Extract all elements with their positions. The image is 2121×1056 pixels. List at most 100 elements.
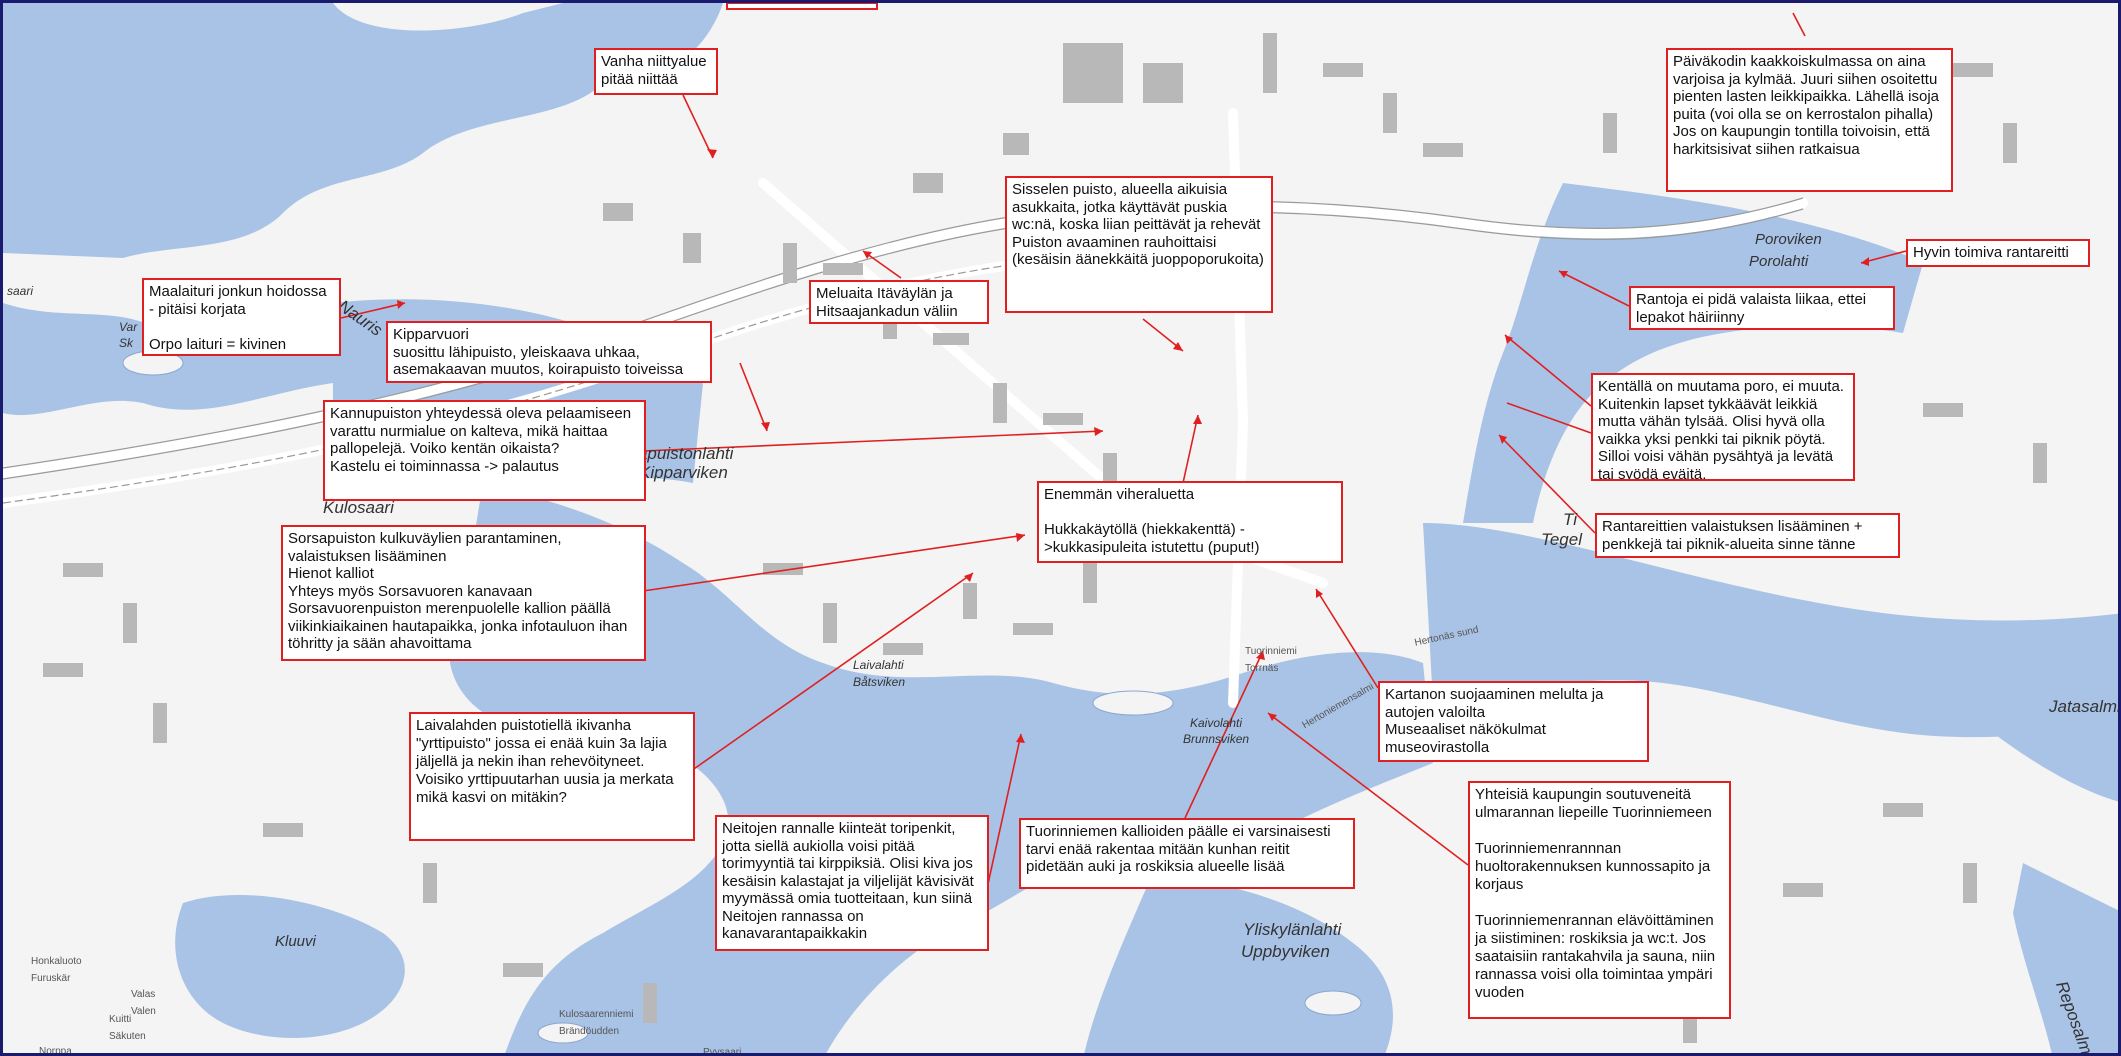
building bbox=[963, 583, 977, 619]
place-porolahti: Porolahti bbox=[1749, 253, 1809, 270]
island-2 bbox=[537, 1022, 589, 1044]
note-kannupuisto: Kannupuiston yhteydessä oleva pelaamisee… bbox=[323, 400, 646, 501]
water-bodies bbox=[3, 3, 2118, 1053]
building bbox=[503, 963, 543, 977]
note-rantoja: Rantoja ei pidä valaista liikaa, ettei l… bbox=[1629, 286, 1895, 330]
place-kipparviken: Kipparviken bbox=[639, 463, 728, 482]
note-tuorinniemen: Tuorinniemen kallioiden päälle ei varsin… bbox=[1019, 818, 1355, 889]
building bbox=[783, 243, 797, 283]
building bbox=[43, 663, 83, 677]
building bbox=[1783, 883, 1823, 897]
note-kipparvuori: Kipparvuori suosittu lähipuisto, yleiska… bbox=[386, 321, 712, 383]
place-brunnsviken: Brunnsviken bbox=[1183, 732, 1250, 746]
arrowhead bbox=[1016, 734, 1025, 743]
water-reposalmi bbox=[2013, 863, 2118, 1053]
leader-neitojen bbox=[985, 733, 1022, 894]
place-poroviken: Poroviken bbox=[1755, 231, 1822, 248]
place-kaivolahti: Kaivolahti bbox=[1190, 716, 1243, 730]
note-neitojen: Neitojen rannalle kiinteät toripenkit, j… bbox=[715, 815, 989, 951]
leader-lines bbox=[340, 12, 1907, 894]
island-3 bbox=[1092, 690, 1174, 716]
leader-viheraluetta bbox=[1182, 414, 1199, 484]
water-northwest bbox=[3, 3, 723, 258]
building bbox=[1103, 453, 1117, 489]
leader-maalaituri bbox=[340, 302, 406, 319]
top-partial-box bbox=[726, 3, 878, 10]
leader-kartanon bbox=[1315, 588, 1379, 689]
building bbox=[1063, 43, 1123, 103]
building bbox=[883, 643, 923, 655]
building bbox=[153, 703, 167, 743]
note-kentalla: Kentällä on muutama poro, ei muuta. Kuit… bbox=[1591, 373, 1855, 481]
building bbox=[1323, 63, 1363, 77]
place-pyysaari: Pyysaari bbox=[703, 1047, 742, 1056]
place-sk: Sk bbox=[119, 336, 134, 350]
building bbox=[823, 603, 837, 643]
building bbox=[913, 173, 943, 193]
place-norppa: Norppa bbox=[39, 1046, 72, 1056]
water-porolahti bbox=[1463, 183, 1923, 523]
building bbox=[263, 823, 303, 837]
islands bbox=[122, 350, 1362, 1044]
building bbox=[123, 603, 137, 643]
leader-laivalahden bbox=[690, 572, 974, 772]
arrowhead bbox=[1256, 651, 1265, 660]
arrowhead bbox=[761, 422, 770, 431]
arrowhead bbox=[863, 251, 872, 259]
place-kluuvi: Kluuvi bbox=[275, 933, 316, 950]
building bbox=[1953, 63, 1993, 77]
note-rantareittien: Rantareittien valaistuksen lisääminen + … bbox=[1595, 513, 1900, 558]
note-viheraluetta: Enemmän viheraluetta Hukkakäytöllä (hiek… bbox=[1037, 481, 1343, 563]
building bbox=[823, 263, 863, 275]
building bbox=[2033, 443, 2047, 483]
note-meluaita: Meluaita Itäväylän ja Hitsaajankadun väl… bbox=[809, 280, 989, 324]
arrowhead bbox=[1268, 713, 1277, 721]
note-maalaituri: Maalaituri jonkun hoidossa - pitäisi kor… bbox=[142, 278, 341, 356]
place-kuitti: Kuitti Säkuten bbox=[109, 1014, 146, 1042]
leader-soutuveneita bbox=[1267, 712, 1469, 866]
arrowhead bbox=[1193, 415, 1202, 424]
arrowhead bbox=[1559, 271, 1568, 278]
building bbox=[1143, 63, 1183, 103]
leader-kannupuisto bbox=[642, 430, 1104, 452]
arrowhead bbox=[964, 573, 973, 582]
arrowhead bbox=[707, 149, 717, 158]
building bbox=[2003, 123, 2017, 163]
building bbox=[1923, 403, 1963, 417]
place-honkaluoto: Honkaluoto Furuskär bbox=[31, 956, 82, 984]
leader-rantoja bbox=[1558, 270, 1630, 307]
building bbox=[1003, 133, 1029, 155]
leader-kentalla-1 bbox=[1504, 334, 1592, 407]
note-rantareitti: Hyvin toimiva rantareitti bbox=[1906, 239, 2090, 267]
building bbox=[643, 983, 657, 1023]
island-4 bbox=[1304, 990, 1362, 1016]
place-laivalahti: Laivalahti bbox=[853, 658, 904, 672]
note-laivalahden: Laivalahden puistotiellä ikivanha "yrtti… bbox=[409, 712, 695, 841]
place-yliskylanlahti: Yliskylänlahti bbox=[1243, 920, 1342, 939]
place-jatasalmi: Jatasalmi bbox=[2049, 697, 2121, 716]
leader-paivakoti bbox=[1792, 12, 1806, 37]
building bbox=[1383, 93, 1397, 133]
note-soutuveneita: Yhteisiä kaupungin soutuveneitä ulmarann… bbox=[1468, 781, 1731, 1019]
leader-niittyalue bbox=[682, 94, 714, 159]
water-kluuvi bbox=[175, 894, 405, 1038]
place-var: Var bbox=[119, 320, 138, 334]
arrowhead bbox=[1094, 427, 1103, 436]
leader-tuorinniemen bbox=[1184, 650, 1264, 819]
note-kartanon: Kartanon suojaaminen melulta ja autojen … bbox=[1378, 681, 1649, 762]
building bbox=[1263, 33, 1277, 93]
place-tuorinniemi: Tuorinniemi Torrnäs bbox=[1245, 646, 1297, 674]
building bbox=[933, 333, 969, 345]
building bbox=[1423, 143, 1463, 157]
note-sisselen: Sisselen puisto, alueella aikuisia asukk… bbox=[1005, 176, 1273, 313]
place-uppbyviken: Uppbyviken bbox=[1241, 942, 1330, 961]
building bbox=[1013, 623, 1053, 635]
leader-kipparvuori bbox=[739, 362, 768, 432]
leader-kentalla-2 bbox=[1506, 402, 1592, 434]
note-paivakoti: Päiväkodin kaakkoiskulmassa on aina varj… bbox=[1666, 48, 1953, 192]
leader-sorsapuisto bbox=[642, 534, 1026, 592]
place-batsviken: Båtsviken bbox=[853, 675, 906, 689]
building bbox=[1083, 563, 1097, 603]
building bbox=[993, 383, 1007, 423]
